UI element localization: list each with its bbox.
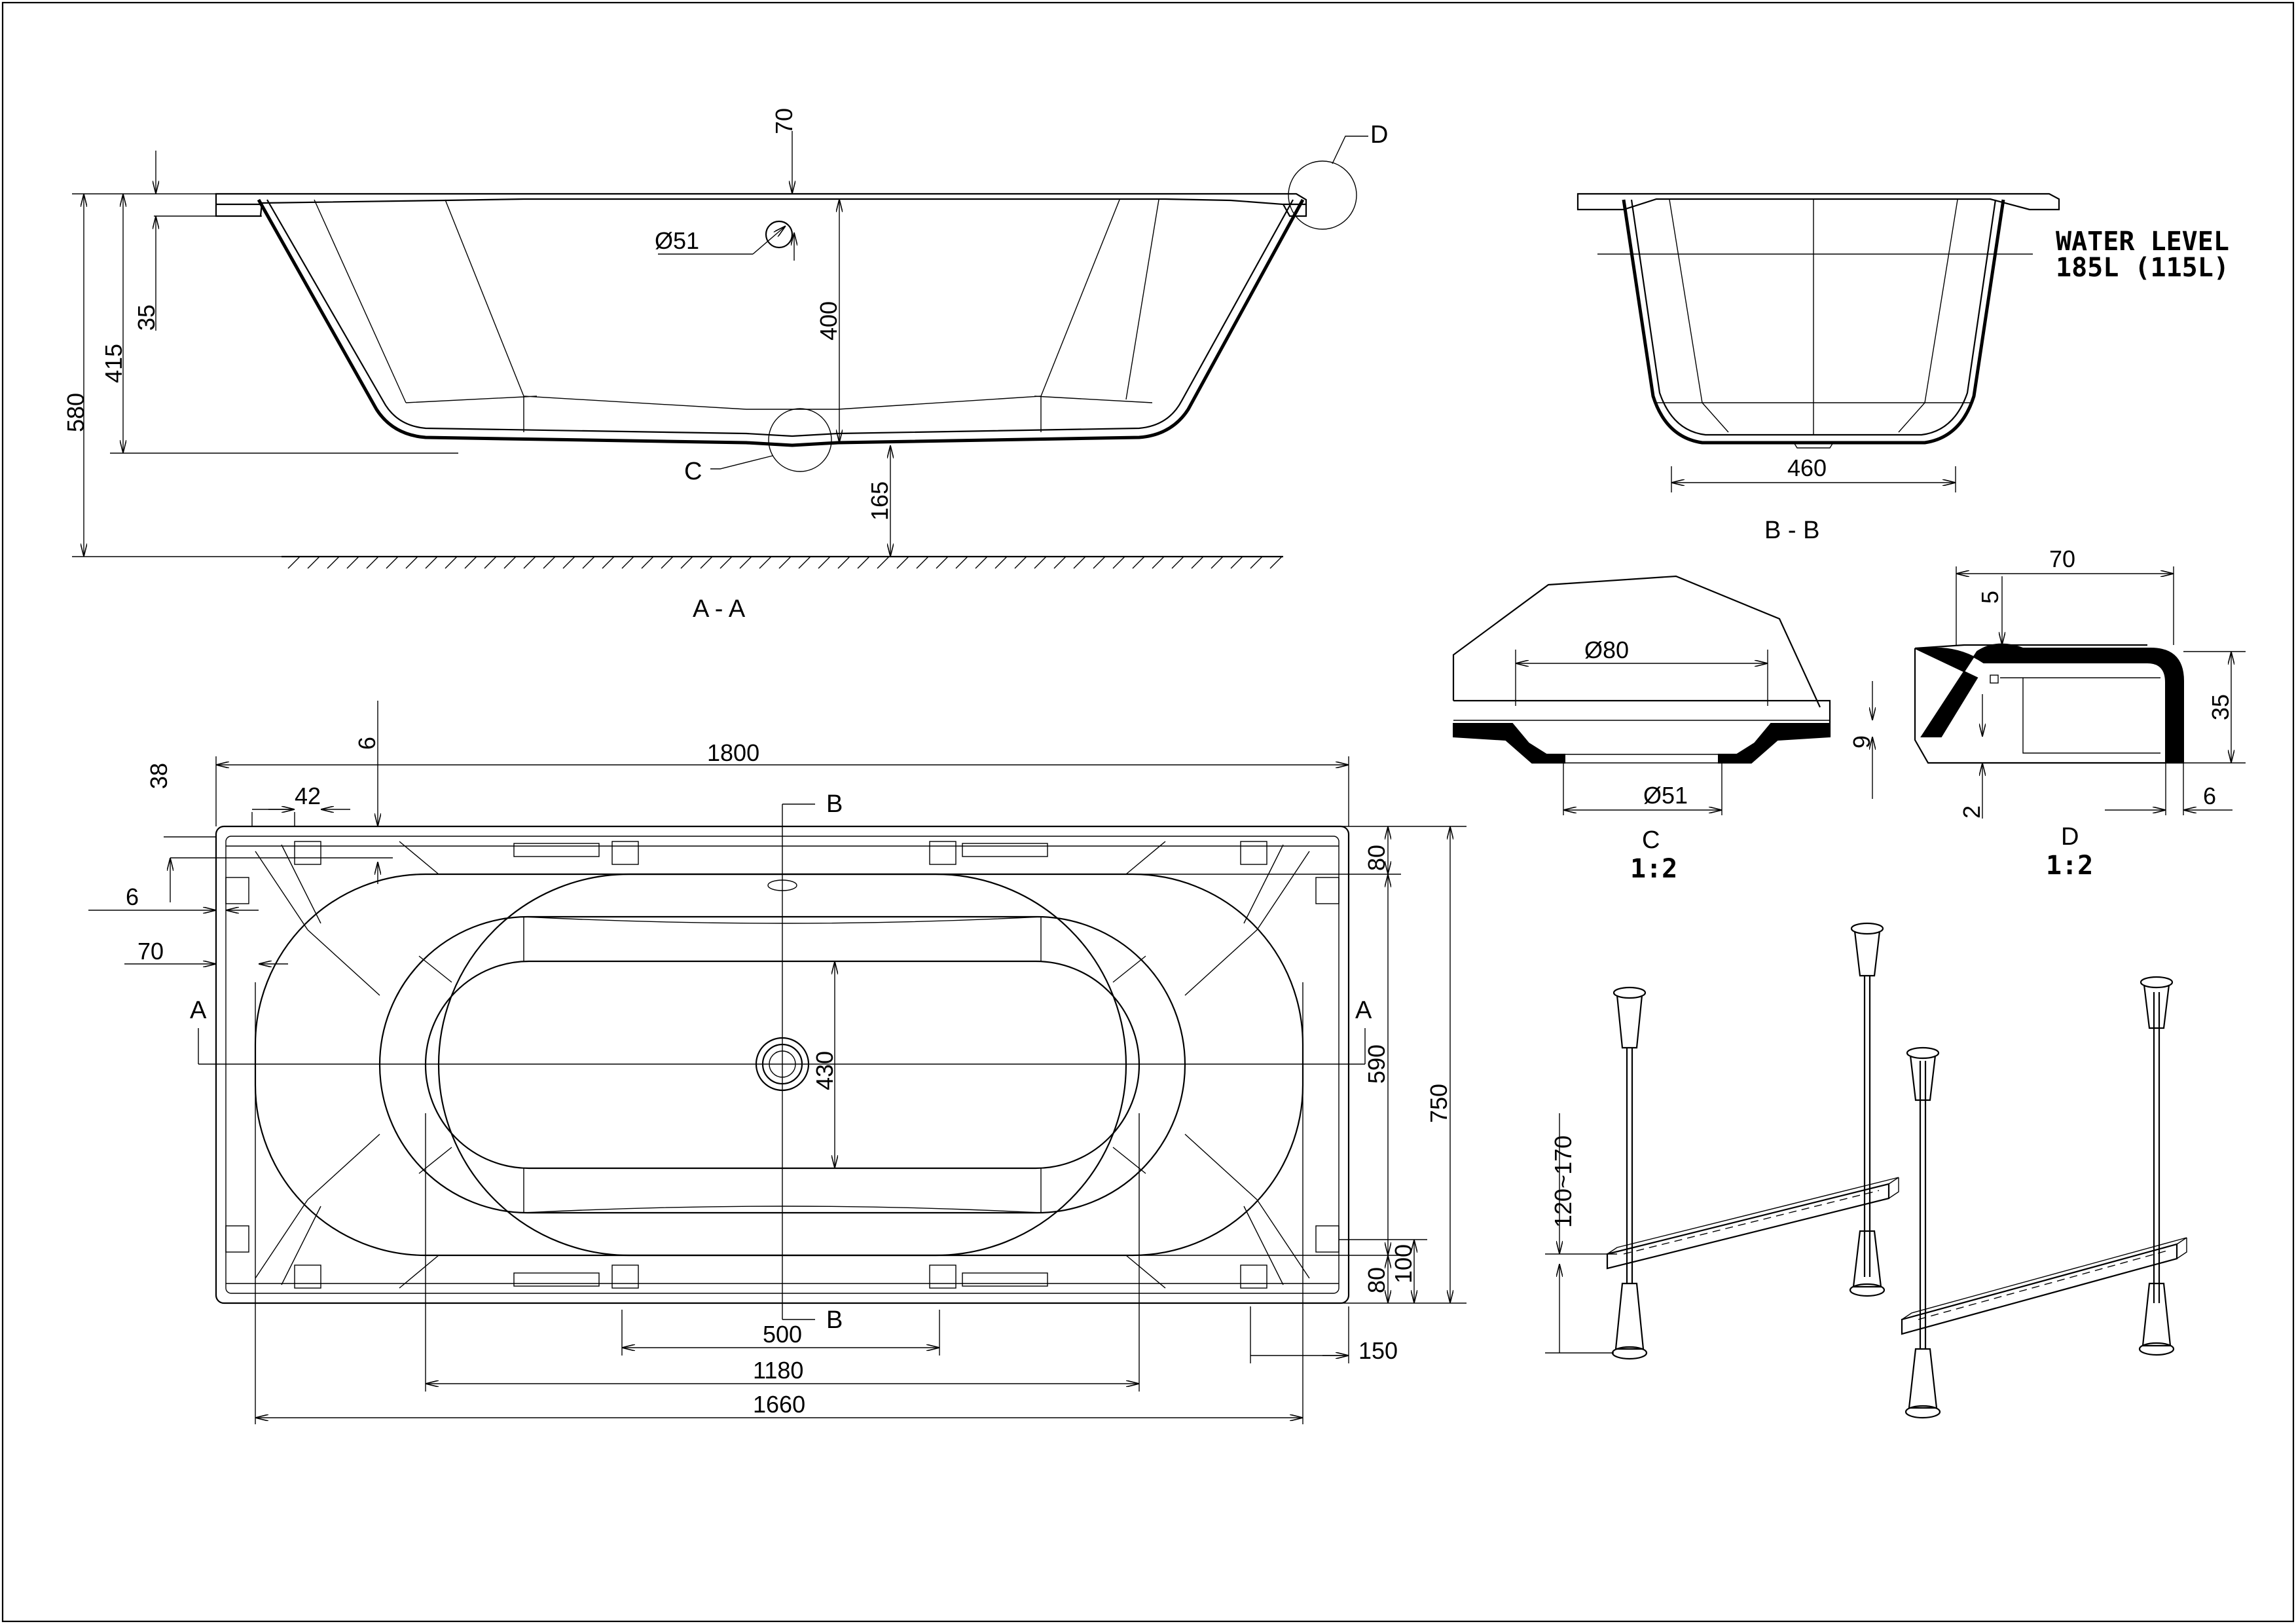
dim-42: 42 xyxy=(295,783,321,809)
detail-c-scale: 1:2 xyxy=(1630,854,1677,884)
section-marker-b-top: B xyxy=(826,790,843,818)
dim-d-70: 70 xyxy=(2049,545,2075,572)
dim-150: 150 xyxy=(1358,1337,1398,1364)
rim-pads xyxy=(225,841,1339,1289)
section-bb: WATER LEVEL 185L (115L) 460 B - B xyxy=(1576,193,2229,544)
dim-750: 750 xyxy=(1425,1084,1452,1123)
detail-d-scale: 1:2 xyxy=(2046,851,2093,881)
leg-frames: 120~170 xyxy=(1545,922,2187,1419)
leg-heads xyxy=(1613,922,2174,1101)
dim-70-left: 70 xyxy=(137,938,164,965)
callout-d-label: D xyxy=(1370,121,1388,149)
water-level-label: WATER LEVEL xyxy=(2056,227,2229,257)
dim-6-top: 6 xyxy=(354,737,380,750)
dim-d-5: 5 xyxy=(1977,591,2003,604)
dim-c-9: 9 xyxy=(1848,735,1875,748)
section-aa-title: A - A xyxy=(693,595,746,623)
dim-430: 430 xyxy=(811,1051,838,1090)
plan-view: A A B B 1800 42 6 38 6 70 xyxy=(88,701,1467,1424)
section-marker-a-left: A xyxy=(190,997,207,1024)
dim-400: 400 xyxy=(815,301,842,341)
dim-d-35: 35 xyxy=(2207,694,2234,720)
dim-c-dia80: Ø80 xyxy=(1584,637,1629,663)
dim-580: 580 xyxy=(62,393,89,432)
water-volume-label: 185L (115L) xyxy=(2056,253,2229,283)
dim-70-rim: 70 xyxy=(771,108,797,134)
dim-38: 38 xyxy=(145,763,172,789)
section-bb-title: B - B xyxy=(1764,517,1819,544)
leg-feet xyxy=(1611,1230,2175,1419)
dim-d-2: 2 xyxy=(1958,805,1985,819)
detail-c-title: C xyxy=(1642,826,1660,854)
detail-d: 70 5 35 2 6 D 1:2 xyxy=(1914,545,2246,881)
callout-c-label: C xyxy=(684,458,702,485)
dim-d-6: 6 xyxy=(2203,783,2216,809)
dim-6-left: 6 xyxy=(126,883,139,910)
dim-120-170: 120~170 xyxy=(1550,1135,1576,1228)
dim-500: 500 xyxy=(763,1321,802,1348)
dim-1180: 1180 xyxy=(753,1357,803,1384)
detail-c: Ø80 Ø51 9 C 1:2 xyxy=(1452,575,1875,884)
dim-overflow-diameter: Ø51 xyxy=(655,227,699,254)
dim-80-top: 80 xyxy=(1363,845,1390,871)
dim-590: 590 xyxy=(1363,1044,1390,1084)
section-marker-b-bottom: B xyxy=(826,1306,843,1334)
dim-c-dia51: Ø51 xyxy=(1643,782,1688,809)
dim-460: 460 xyxy=(1787,454,1827,481)
floor-hatch xyxy=(287,556,1283,569)
dim-415: 415 xyxy=(100,344,127,383)
detail-d-title: D xyxy=(2061,823,2079,851)
dim-100: 100 xyxy=(1390,1244,1417,1283)
section-aa: Ø51 C D 580 415 35 70 400 xyxy=(62,108,1388,623)
dim-1800: 1800 xyxy=(707,739,759,766)
dim-35: 35 xyxy=(133,304,160,331)
section-marker-a-right: A xyxy=(1355,997,1372,1024)
dim-1660: 1660 xyxy=(753,1391,805,1418)
dim-80-bottom: 80 xyxy=(1363,1267,1390,1293)
dim-165: 165 xyxy=(866,481,893,521)
leg-rods xyxy=(1626,976,2160,1349)
